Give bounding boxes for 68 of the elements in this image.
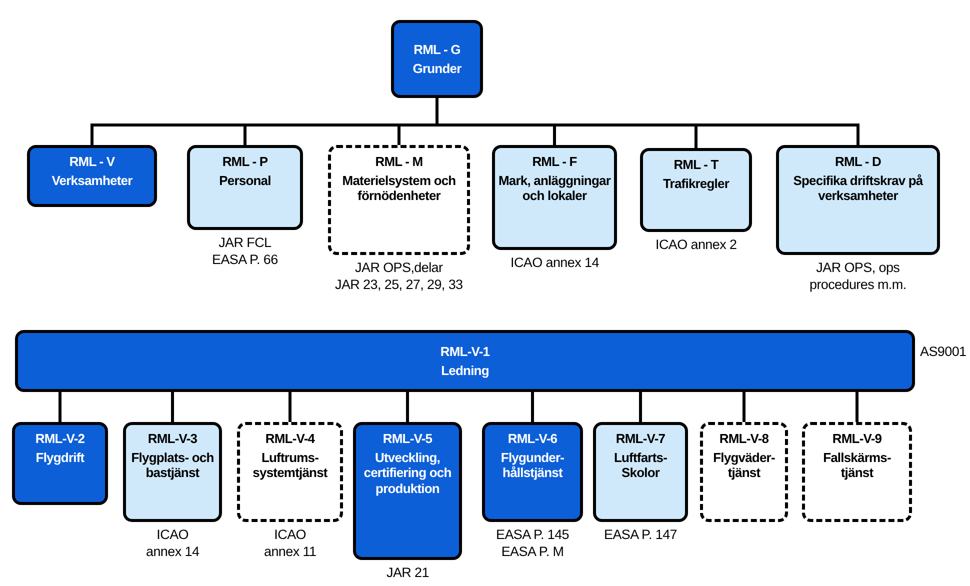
org-box — [492, 145, 617, 250]
box-title: RML-V-7 — [616, 431, 666, 447]
standard-note: JAR OPS,delar JAR 23, 25, 27, 29, 33 — [335, 260, 463, 294]
connector-line — [856, 392, 858, 422]
box-title: RML - M — [375, 154, 423, 170]
box-label: Flygväder- tjänst — [712, 450, 776, 481]
standard-note: JAR 21 — [386, 565, 429, 582]
box-title: RML-V-6 — [508, 431, 558, 447]
box-title: RML-V-3 — [148, 431, 198, 447]
org-box — [391, 20, 483, 98]
box-label: Ledning — [441, 362, 489, 378]
org-box — [237, 422, 343, 522]
org-box — [593, 422, 688, 522]
box-title: RML - T — [674, 157, 718, 173]
box-title: RML-V-8 — [719, 431, 769, 447]
box-label: Flygunder- hållstjänst — [500, 450, 566, 481]
box-title: RML - V — [69, 154, 115, 170]
box-label: Personal — [219, 172, 271, 188]
org-box — [640, 148, 752, 232]
box-label: Fallskärms- tjänst — [822, 450, 892, 481]
box-title: RML-V-1 — [440, 344, 490, 360]
standard-note: ICAO annex 14 — [510, 255, 599, 272]
connector-line — [639, 392, 642, 422]
standard-note: EASA P. 145 EASA P. M — [496, 527, 570, 561]
connector-line — [436, 98, 860, 145]
org-box — [776, 145, 940, 255]
box-title: RML-V-9 — [832, 431, 882, 447]
standard-note: JAR OPS, ops procedures m.m. — [810, 260, 906, 294]
standard-note: JAR FCL EASA P. 66 — [212, 235, 278, 269]
org-box — [27, 145, 157, 207]
standard-note: AS9001 — [920, 344, 966, 361]
connector-line — [171, 392, 174, 422]
box-label: Luftfarts- Skolor — [612, 450, 668, 481]
org-box — [700, 422, 788, 522]
org-box — [12, 422, 108, 505]
connector-line — [742, 392, 746, 422]
box-label: Flygdrift — [36, 450, 84, 466]
org-box — [15, 330, 915, 392]
box-title: RML - P — [222, 154, 268, 170]
box-label: Utveckling, certifiering och produktion — [362, 450, 452, 496]
box-label: Flygplats- och bastjänst — [130, 450, 215, 481]
org-box — [482, 422, 583, 522]
box-title: RML-V-2 — [35, 431, 85, 447]
box-label: Luftrums- systemtjänst — [252, 450, 328, 481]
standard-note: ICAO annex 11 — [264, 527, 316, 561]
box-title: RML-V-4 — [265, 431, 315, 447]
connector-line — [531, 392, 534, 422]
box-title: RML - G — [414, 42, 460, 58]
box-label: Trafikregler — [662, 176, 729, 192]
box-title: RML - F — [532, 154, 577, 170]
box-label: Materielsystem och förnödenheter — [341, 172, 457, 204]
box-title: RML - D — [834, 154, 882, 170]
org-box — [353, 422, 462, 560]
standard-note: ICAO annex 14 — [146, 527, 200, 561]
connector-line — [406, 392, 409, 422]
org-box — [328, 145, 470, 255]
box-label: Mark, anläggningar och lokaler — [498, 172, 612, 204]
org-box — [802, 422, 912, 522]
box-title: RML-V-5 — [382, 431, 432, 447]
box-label: Grunder — [412, 60, 462, 76]
standard-note: EASA P. 147 — [604, 527, 678, 544]
org-box — [123, 422, 222, 522]
org-box — [187, 145, 303, 230]
connector-line — [58, 392, 62, 422]
connector-line — [288, 392, 292, 422]
standard-note: ICAO annex 2 — [656, 237, 737, 254]
box-label: Verksamheter — [52, 172, 132, 188]
box-label: Specifika driftskrav på verksamheter — [792, 172, 924, 204]
